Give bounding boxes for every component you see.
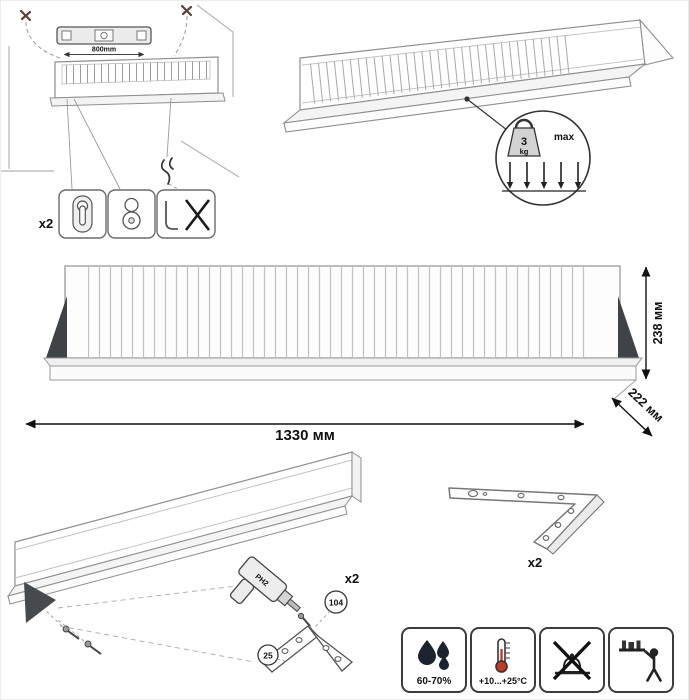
wall-panel-slats <box>61 60 211 85</box>
part-104-label: 104 <box>329 598 343 608</box>
distributed-load-arrows <box>502 162 586 192</box>
left-bracket <box>46 296 67 358</box>
shelf-front-view <box>43 265 643 381</box>
legend-leader-3 <box>166 97 172 158</box>
room-corner-lines <box>1 4 240 178</box>
shelf-board-front <box>7 505 348 605</box>
wall-panel-shelf-lip <box>49 92 226 107</box>
depth-label: 222 мм <box>625 385 666 424</box>
hanger-hook-icon <box>160 157 174 185</box>
angle-bracket-drawing <box>448 487 605 555</box>
load-value: 3 <box>521 136 527 148</box>
shelf-perspective-drawing <box>282 18 675 133</box>
temperature-label: +10...+25°C <box>478 676 528 686</box>
shelf-back-view <box>6 451 362 623</box>
humidity-box: 60-70% <box>401 627 467 693</box>
height-dimension: 238 мм <box>641 266 665 380</box>
dimensions-diagram: 1330 мм 238 мм 222 мм <box>25 265 666 444</box>
angle-bracket-detail <box>261 625 354 673</box>
hardware-count-label: x2 <box>39 216 53 231</box>
load-qualifier: max <box>554 132 574 143</box>
callout-line <box>466 98 508 131</box>
wrong-fitting-crossed-icon <box>165 199 211 231</box>
slat-area <box>310 35 570 104</box>
leader-left-dashed <box>25 21 61 59</box>
wall-mounting-diagram: 800mm x2 <box>1 4 240 239</box>
legend-leader-2 <box>73 98 121 190</box>
temperature-box: +10...+25°C <box>470 627 536 693</box>
width-dimension: 1330 мм <box>25 419 585 444</box>
kettlebell-weight-icon: 3 kg <box>507 118 541 157</box>
drill-point-right-icon <box>180 4 193 17</box>
detail-leader-2 <box>59 625 255 663</box>
height-label: 238 мм <box>651 302 665 345</box>
part-25-label: 25 <box>263 651 273 661</box>
no-pot-crossed-icon <box>542 633 602 687</box>
detail-screw-icon <box>297 612 317 636</box>
keyhole-fitting-icon <box>72 195 93 233</box>
hole-spacing-dimension: 800mm <box>63 47 145 58</box>
slat-area <box>88 267 588 357</box>
right-side-bracket <box>639 18 675 66</box>
width-label: 1330 мм <box>275 427 335 444</box>
person-using-shelf-icon <box>611 633 671 687</box>
spirit-level <box>56 26 152 45</box>
part-callout-25: 25 <box>257 644 289 666</box>
hole-spacing-label: 800mm <box>92 47 116 54</box>
detail-leader-1 <box>57 585 237 609</box>
hardware-box-3 <box>156 189 216 239</box>
load-unit: kg <box>520 147 529 156</box>
load-limit-diagram: 3 kg max <box>282 18 675 206</box>
hanger-fitting-icon <box>122 197 141 230</box>
usage-box <box>608 627 674 693</box>
shelf-board-front <box>283 76 632 133</box>
no-hot-objects-box <box>539 627 605 693</box>
panel-end-cap <box>351 451 362 503</box>
bracket-part-diagram: x2 <box>448 487 605 570</box>
water-drops-icon <box>404 633 464 676</box>
screws-at-bracket <box>45 610 102 655</box>
care-conditions: 60-70% +10...+25°C <box>401 627 674 693</box>
shelf-board-front <box>49 365 637 381</box>
assembly-count-label: x2 <box>345 571 359 586</box>
leader-right-dashed <box>173 15 188 57</box>
right-bracket <box>618 296 639 358</box>
left-bracket <box>24 582 56 623</box>
part-callout-104: 104 <box>314 590 348 628</box>
thermometer-icon <box>473 633 533 676</box>
screwdriver-icon: PH2 <box>229 556 301 613</box>
legend-leader-1 <box>66 98 73 190</box>
depth-dimension: 222 мм <box>611 379 666 437</box>
wall-panel-drawing <box>49 56 226 107</box>
bracket-count-label: x2 <box>528 555 542 570</box>
max-load-callout: 3 kg max <box>495 110 591 206</box>
shelf-board-top <box>43 357 643 367</box>
drill-point-left-icon <box>19 9 32 22</box>
assembly-diagram: x2 PH2 104 <box>6 451 362 673</box>
humidity-label: 60-70% <box>416 676 452 687</box>
